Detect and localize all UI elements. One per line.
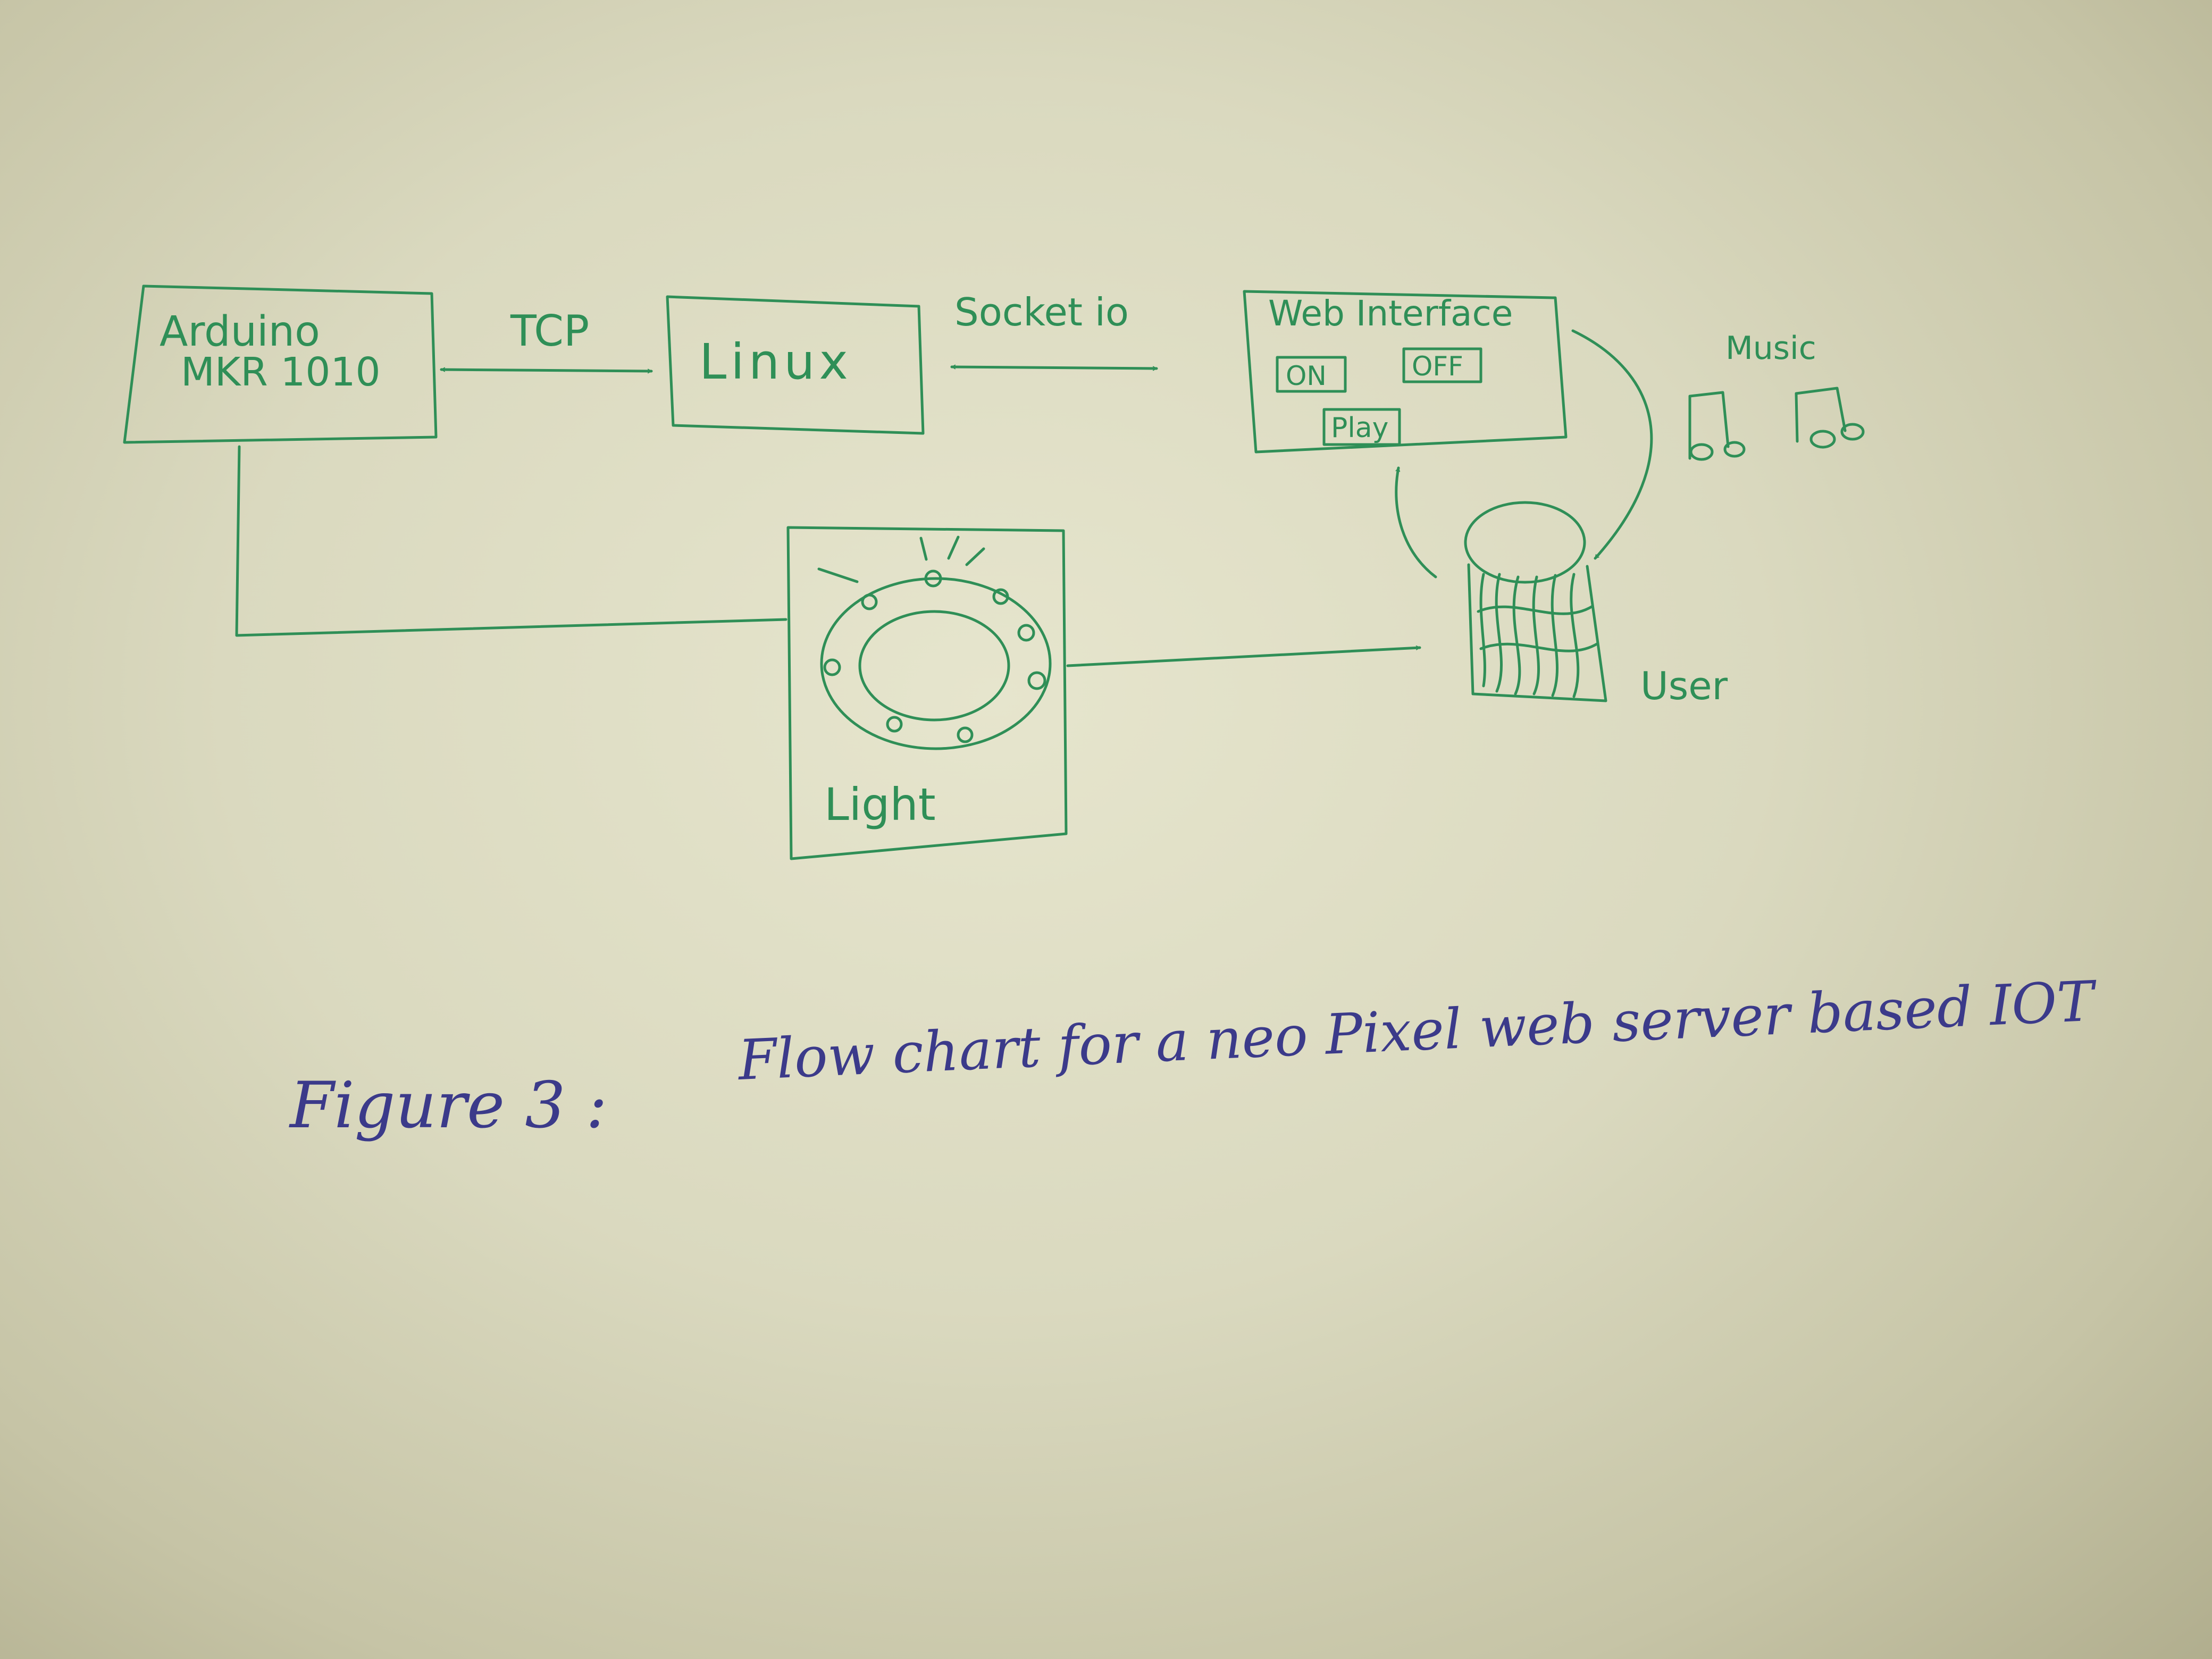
light-node: Light [786, 526, 1068, 860]
arduino-node: Arduino MKR 1010 [123, 284, 438, 444]
linux-node: Linux [666, 295, 925, 435]
figure-caption: Figure 3 : Flow chart for a neo Pixel we… [289, 969, 2099, 1143]
linux-web-link: Socket io [950, 290, 1158, 371]
arduino-linux-link: TCP [440, 306, 653, 374]
music-label: Music [1725, 330, 1816, 367]
caption-label: Figure 3 : [289, 1069, 607, 1143]
user-label: User [1640, 664, 1728, 708]
linux-label: Linux [699, 333, 852, 390]
light-label: Light [824, 778, 936, 831]
music-node: Music [1688, 330, 1865, 461]
off-button[interactable]: OFF [1402, 347, 1482, 383]
caption-text: Flow chart for a neo Pixel web server ba… [736, 969, 2099, 1093]
music-note-icon [1795, 387, 1865, 449]
user-figure-icon [1464, 501, 1607, 702]
play-button-label: Play [1331, 412, 1388, 444]
light-user-link [1066, 645, 1421, 667]
play-button[interactable]: Play [1322, 408, 1401, 446]
arduino-label-line2: MKR 1010 [181, 349, 381, 395]
user-node: User [1464, 501, 1728, 708]
on-button[interactable]: ON [1276, 356, 1347, 393]
arduino-label-line1: Arduino [160, 308, 320, 356]
on-button-label: ON [1286, 361, 1327, 391]
web-interface-node: Web Interface ON OFF Play [1243, 290, 1568, 454]
web-user-link [1571, 329, 1653, 560]
socket-io-label: Socket io [954, 290, 1129, 334]
arduino-light-link [235, 445, 787, 637]
led-ring-icon [817, 535, 1052, 750]
tcp-label: TCP [510, 306, 589, 356]
web-interface-title: Web Interface [1268, 293, 1513, 334]
off-button-label: OFF [1412, 351, 1463, 382]
music-note-icon [1688, 391, 1746, 461]
user-web-link [1395, 466, 1437, 579]
